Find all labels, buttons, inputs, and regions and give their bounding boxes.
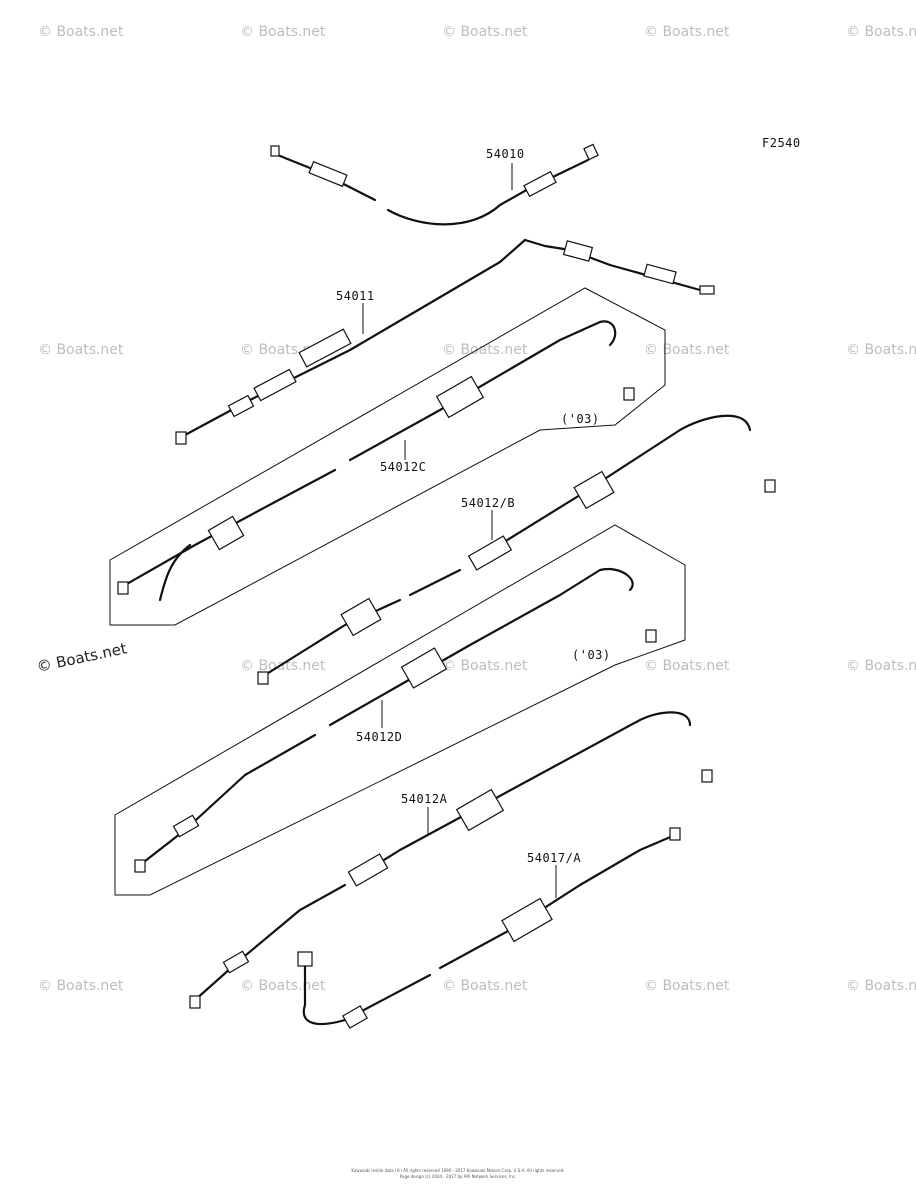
- watermark: © Boats.net: [240, 978, 326, 994]
- watermark: © Boats.net: [846, 978, 916, 994]
- part-label-54010: 54010: [486, 147, 525, 161]
- part-labels: 54010 54011 54012C ('03) 54012/B ('03) 5…: [336, 147, 611, 898]
- group-box-54012d: [114, 524, 686, 896]
- part-label-54012b: 54012/B: [461, 496, 515, 510]
- watermark: © Boats.net: [846, 658, 916, 674]
- year-note-2: ('03): [572, 648, 611, 662]
- watermark: © Boats.net: [644, 342, 730, 358]
- watermark: © Boats.net: [442, 658, 528, 674]
- part-label-54011: 54011: [336, 289, 375, 303]
- footer-line-1: Kawasaki Inside data (©) All rights rese…: [351, 1168, 564, 1173]
- cable-54010: [270, 143, 599, 226]
- watermark: © Boats.net: [240, 658, 326, 674]
- watermark-prominent: © Boats.net: [35, 639, 128, 676]
- cable-54011: [175, 238, 715, 445]
- watermark: © Boats.net: [644, 658, 730, 674]
- cable-54012b: [257, 414, 776, 685]
- watermark: © Boats.net: [442, 24, 528, 40]
- watermark: © Boats.net: [644, 24, 730, 40]
- cable-54012c: [117, 320, 635, 602]
- watermark: © Boats.net: [38, 342, 124, 358]
- watermark: © Boats.net: [846, 342, 916, 358]
- cable-54012d: [134, 567, 657, 873]
- group-box-54012c: [109, 287, 666, 626]
- part-label-54017a: 54017/A: [527, 851, 581, 865]
- part-label-54012d: 54012D: [356, 730, 402, 744]
- year-note-1: ('03): [561, 412, 600, 426]
- footer-line-2: Page design (c) 2004 - 2017 by ARI Netwo…: [400, 1174, 516, 1179]
- watermark: © Boats.net: [442, 342, 528, 358]
- watermark: © Boats.net: [240, 24, 326, 40]
- watermark: © Boats.net: [38, 24, 124, 40]
- cable-54012a: [189, 711, 713, 1009]
- cable-54017a: [297, 827, 681, 1029]
- watermark: © Boats.net: [442, 978, 528, 994]
- part-label-54012a: 54012A: [401, 792, 448, 806]
- watermark: © Boats.net: [846, 24, 916, 40]
- diagram-code: F2540: [762, 136, 801, 150]
- part-label-54012c: 54012C: [380, 460, 426, 474]
- watermark: © Boats.net: [644, 978, 730, 994]
- watermark: © Boats.net: [38, 978, 124, 994]
